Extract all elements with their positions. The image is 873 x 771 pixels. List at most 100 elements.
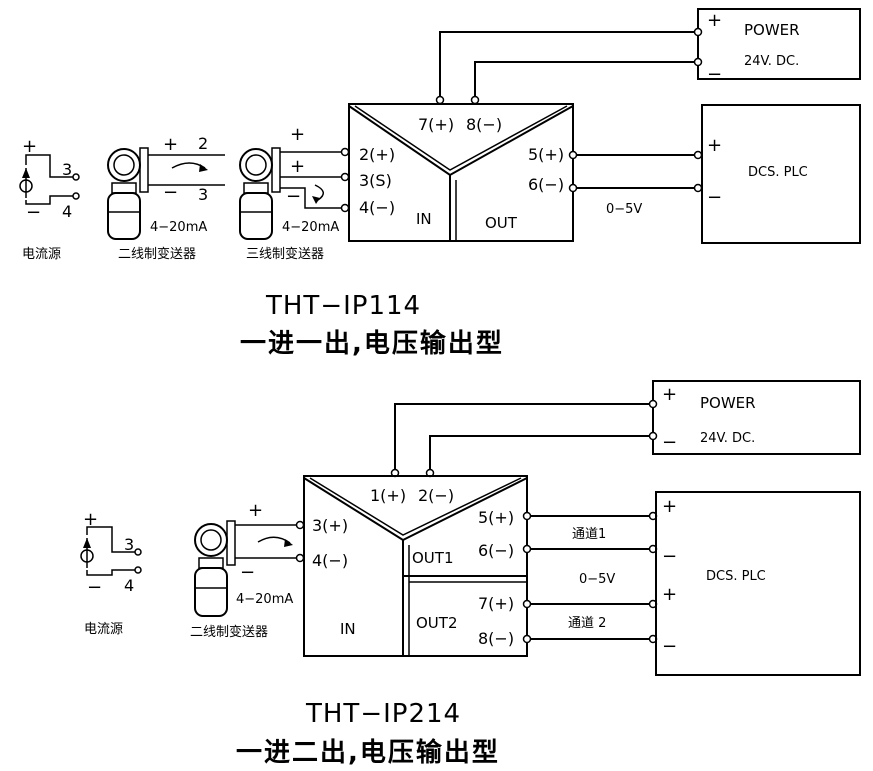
power-minus: − <box>707 64 722 85</box>
terminal-5-label-2: 5(+) <box>478 508 514 527</box>
terminal-3-node <box>340 172 350 182</box>
tw-node-2: 2 <box>198 134 208 153</box>
module-v-inner <box>354 105 568 171</box>
terminal-5-node <box>568 150 578 160</box>
terminal-5-label: 5(+) <box>528 145 564 164</box>
terminal-7-label: 7(+) <box>418 115 454 134</box>
dcs-node-minus <box>693 183 703 193</box>
module-box-2 <box>303 475 528 657</box>
terminal-8-node <box>470 95 480 105</box>
power-wire-plus-2 <box>394 403 653 473</box>
dcs-minus: − <box>707 187 722 208</box>
thw-range: 4−20mA <box>282 220 339 235</box>
tw2-caption: 二线制变送器 <box>190 624 268 640</box>
power-wire-plus <box>439 31 698 100</box>
cs-minus: − <box>26 202 41 223</box>
power-minus-2: − <box>662 432 677 453</box>
output-range-2: 0−5V <box>579 572 615 587</box>
in-label-2: IN <box>340 620 356 638</box>
cs-caption: 电流源 <box>22 247 61 262</box>
transmitter-head-icon <box>107 148 141 182</box>
three-wire-transmitter-1: + + − 4−20mA 三线制变送器 <box>239 124 350 262</box>
cs2-minus: − <box>87 577 102 598</box>
power-wire-minus <box>474 61 698 100</box>
dcs-plus: + <box>707 135 722 156</box>
thw-minus: − <box>286 186 301 207</box>
terminal-8-label: 8(−) <box>466 115 502 134</box>
current-source-2: + − 3 4 电流源 <box>80 509 142 637</box>
output-range: 0−5V <box>606 202 642 217</box>
diagram-ip214: POWER 24V. DC. + − 1(+) 2(−) 3(+) 4(−) 5… <box>80 380 861 768</box>
dcs-box-2 <box>655 491 861 676</box>
in-label: IN <box>416 210 432 228</box>
tw2-minus: − <box>240 562 255 583</box>
terminal-4-label: 4(−) <box>359 198 395 217</box>
two-wire-transmitter-2: + − 4−20mA 二线制变送器 <box>190 500 305 640</box>
power-voltage: 24V. DC. <box>744 54 799 69</box>
terminal-4-label-2: 4(−) <box>312 551 348 570</box>
terminal-3-label: 3(S) <box>359 171 392 190</box>
power-box <box>697 8 861 80</box>
tw-plus: + <box>163 134 178 155</box>
terminal-7-label-2: 7(+) <box>478 594 514 613</box>
dcs-title: DCS. PLC <box>748 165 808 180</box>
module-box <box>348 103 574 242</box>
desc-1: 一进一出,电压输出型 <box>240 328 504 359</box>
cs2-node-3: 3 <box>124 535 134 554</box>
terminal-6-node <box>568 183 578 193</box>
terminal-4-node <box>340 203 350 213</box>
power-plus: + <box>707 10 722 31</box>
power-node-minus <box>693 57 703 67</box>
out-label: OUT <box>485 214 518 232</box>
thw-caption: 三线制变送器 <box>246 246 324 262</box>
power-node-plus <box>693 27 703 37</box>
cs2-node-4: 4 <box>124 576 134 595</box>
out2-label: OUT2 <box>416 614 458 632</box>
dcs-minus-1: − <box>662 546 677 567</box>
tw-node-3: 3 <box>198 185 208 204</box>
cs-node-4: 4 <box>62 202 72 221</box>
power-wire-minus-2 <box>429 435 653 473</box>
diagram-ip114: POWER 24V. DC. + − 7(+) 8(−) 2(+) 3(S) 4… <box>19 8 861 359</box>
thw-plus-2: + <box>290 156 305 177</box>
terminal-2-node <box>340 147 350 157</box>
cs2-caption: 电流源 <box>84 622 123 637</box>
model-1: THT−IP114 <box>265 291 421 321</box>
tw-minus: − <box>163 182 178 203</box>
desc-2: 一进二出,电压输出型 <box>236 737 500 768</box>
model-2: THT−IP214 <box>305 699 461 729</box>
terminal-1-label-2: 1(+) <box>370 486 406 505</box>
cs-node-3: 3 <box>62 160 72 179</box>
power-plus-2: + <box>662 384 677 405</box>
terminal-2-label-2: 2(−) <box>418 486 454 505</box>
tw2-plus: + <box>248 500 263 521</box>
dcs-node-plus <box>693 150 703 160</box>
terminal-6-label: 6(−) <box>528 175 564 194</box>
dcs-title-2: DCS. PLC <box>706 569 766 584</box>
channel-1-label: 通道1 <box>572 527 606 542</box>
power-title: POWER <box>744 21 800 39</box>
terminal-6-label-2: 6(−) <box>478 541 514 560</box>
cs2-plus: + <box>83 509 98 530</box>
dcs-box <box>701 104 861 244</box>
terminal-2-label: 2(+) <box>359 145 395 164</box>
transmitter-head-icon <box>239 148 273 182</box>
thw-plus-1: + <box>290 124 305 145</box>
two-wire-transmitter-1: + − 2 3 4−20mA 二线制变送器 <box>107 134 225 262</box>
power-voltage-2: 24V. DC. <box>700 431 755 446</box>
dcs-plus-1: + <box>662 496 677 517</box>
out1-label: OUT1 <box>412 549 454 567</box>
channel-2-label: 通道 2 <box>568 616 606 631</box>
tw-caption: 二线制变送器 <box>118 246 196 262</box>
terminal-8-label-2: 8(−) <box>478 629 514 648</box>
terminal-7-node <box>435 95 445 105</box>
transmitter-head-icon <box>194 523 228 557</box>
tw-range: 4−20mA <box>150 220 207 235</box>
dcs-minus-2: − <box>662 636 677 657</box>
dcs-plus-2: + <box>662 584 677 605</box>
power-title-2: POWER <box>700 394 756 412</box>
tw2-range: 4−20mA <box>236 592 293 607</box>
power-box-2 <box>652 380 861 455</box>
